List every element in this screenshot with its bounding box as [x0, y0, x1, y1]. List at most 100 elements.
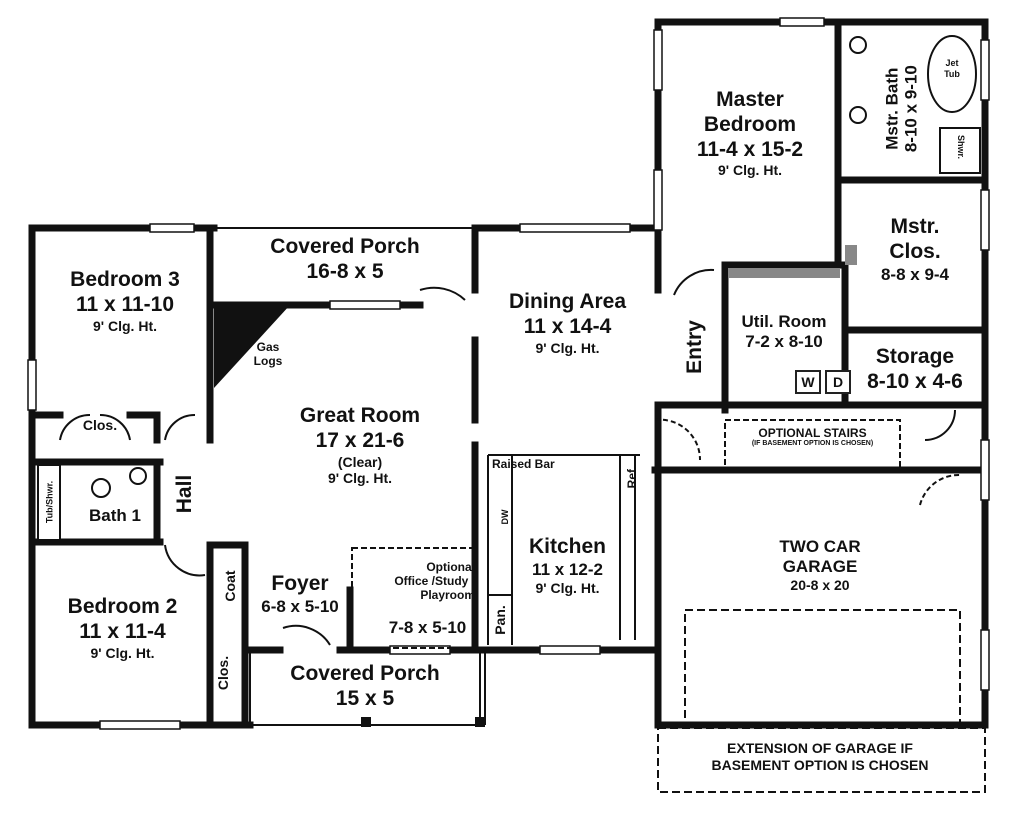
garage-size: 20-8 x 20 [790, 577, 850, 594]
master-closet-line2: Clos. [889, 239, 941, 263]
garage-extension-line2: BASEMENT OPTION IS CHOSEN [711, 756, 929, 773]
window [149, 223, 195, 233]
jet-tub-line1: Jet [945, 58, 959, 68]
porch-top-label: Covered Porch 16-8 x 5 [230, 235, 460, 285]
toilet [129, 467, 147, 485]
door-swing [419, 286, 466, 301]
dining-name: Dining Area [508, 290, 627, 313]
optional-stairs-line2: (IF BASEMENT OPTION IS CHOSEN) [751, 440, 874, 448]
bath-tub [37, 464, 61, 541]
shower [939, 127, 981, 174]
bath1-label: Bath 1 [89, 506, 141, 525]
door-swing [164, 413, 196, 441]
window [389, 645, 451, 655]
porch-top-name: Covered Porch [270, 235, 420, 258]
door-swing [282, 624, 331, 646]
office-line1: Optional [426, 560, 475, 574]
optional-stairs [724, 419, 901, 471]
bedroom3-name: Bedroom 3 [70, 268, 180, 291]
master-bath-size: 8-10 x 9-10 [901, 65, 920, 153]
gas-logs-line2: Logs [253, 354, 283, 369]
utility-label: Util. Room 7-2 x 8-10 [728, 312, 840, 352]
jet-tub-line2: Tub [944, 68, 960, 79]
hall-label: Hall [173, 474, 196, 514]
bedroom2-name: Bedroom 2 [67, 595, 178, 618]
porch-front-label: Covered Porch 15 x 5 [255, 662, 475, 712]
bedroom2-ceiling: 9' Clg. Ht. [90, 644, 155, 661]
window [980, 439, 990, 501]
utility-name: Util. Room [741, 312, 827, 331]
office-line3: Playroom [420, 588, 475, 603]
sink [849, 36, 867, 54]
garage-extension [657, 727, 986, 793]
master-bedroom-line1: Master [716, 88, 784, 111]
utility-shelf [728, 268, 840, 278]
great-room-ceiling: 9' Clg. Ht. [328, 470, 392, 487]
jet-tub-label: Jet Tub [932, 58, 972, 79]
foyer-label: Foyer 6-8 x 5-10 [250, 572, 350, 617]
kitchen-label: Kitchen 11 x 12-2 9' Clg. Ht. [515, 535, 620, 596]
window [980, 189, 990, 251]
closet-bed2-label: Clos. [215, 655, 231, 691]
window [539, 645, 601, 655]
door-swing [99, 413, 131, 441]
door-swing [673, 268, 715, 296]
window [653, 169, 663, 231]
ref-label: Ref. [625, 465, 639, 489]
kitchen-ceiling: 9' Clg. Ht. [535, 579, 600, 596]
master-bath-name: Mstr. Bath [882, 67, 902, 150]
kitchen-name: Kitchen [528, 535, 606, 558]
window [980, 629, 990, 691]
porch-front-size: 15 x 5 [335, 686, 395, 710]
garage-extension-line1: EXTENSION OF GARAGE IF [727, 740, 913, 756]
master-bedroom-line2: Bedroom [703, 112, 797, 136]
garage-extension-label: EXTENSION OF GARAGE IF BASEMENT OPTION I… [665, 740, 975, 773]
garage-line1: TWO CAR [779, 537, 861, 556]
optional-stairs-label: OPTIONAL STAIRS (IF BASEMENT OPTION IS C… [725, 426, 900, 448]
storage-label: Storage 8-10 x 4-6 [850, 345, 980, 395]
dining-size: 11 x 14-4 [523, 314, 612, 338]
dishwasher-label: DW [500, 509, 510, 525]
window [779, 17, 825, 27]
window [329, 300, 401, 310]
door-swing [924, 409, 956, 441]
windows [27, 17, 990, 730]
porch-front-name: Covered Porch [290, 662, 440, 685]
porch-top-size: 16-8 x 5 [306, 259, 384, 283]
porch-outlines [214, 227, 640, 726]
bedroom2-label: Bedroom 2 11 x 11-4 9' Clg. Ht. [40, 595, 205, 661]
window [99, 720, 181, 730]
utility-size: 7-2 x 8-10 [745, 332, 823, 352]
bedroom3-ceiling: 9' Clg. Ht. [93, 317, 157, 334]
pantry-label: Pan. [492, 605, 508, 635]
master-bedroom-size: 11-4 x 15-2 [696, 137, 804, 161]
door-swing [654, 418, 702, 461]
door-swing [919, 473, 961, 506]
master-closet-shelf [845, 245, 857, 265]
window [27, 359, 37, 411]
master-closet-line1: Mstr. [890, 215, 940, 238]
master-shower-label: Shwr. [956, 134, 966, 159]
garage-door [684, 609, 961, 726]
garage-line2: GARAGE [782, 557, 858, 577]
raised-bar-label: Raised Bar [492, 457, 555, 471]
bedroom3-label: Bedroom 3 11 x 11-10 9' Clg. Ht. [45, 268, 205, 334]
storage-name: Storage [875, 345, 955, 368]
fireplace [214, 305, 290, 388]
porch-post [475, 717, 485, 727]
optional-stairs-line1: OPTIONAL STAIRS [758, 426, 867, 440]
dryer: D [825, 370, 851, 394]
great-room-label: Great Room 17 x 21-6 (Clear) 9' Clg. Ht. [255, 404, 465, 487]
bath1-tub-label: Tub/Shwr. [44, 480, 55, 524]
sink [849, 106, 867, 124]
coat-label: Coat [222, 570, 238, 602]
window [653, 29, 663, 91]
master-bath-label: Mstr. Bath 8-10 x 9-10 [882, 49, 920, 169]
entry-label: Entry [683, 320, 706, 374]
washer: W [795, 370, 821, 394]
office-line2: Office /Study / [394, 574, 475, 589]
gas-logs-line1: Gas [256, 340, 280, 354]
dining-label: Dining Area 11 x 14-4 9' Clg. Ht. [480, 290, 655, 356]
porch-post [361, 717, 371, 727]
